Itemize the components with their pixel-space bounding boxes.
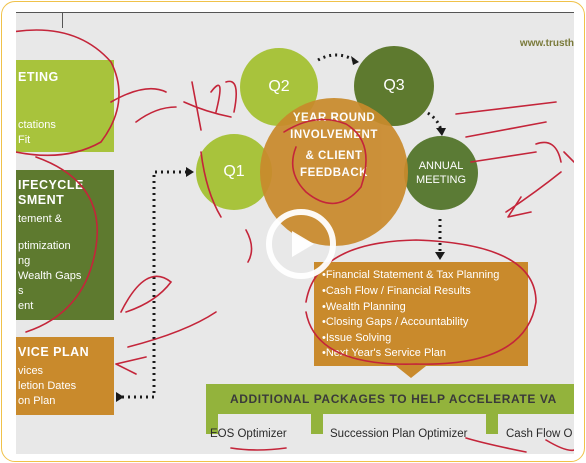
annual-label-1: ANNUAL xyxy=(418,160,464,172)
lifecycle-box: IFECYCLE SMENT tement & ptimization ng W… xyxy=(16,170,114,320)
ink-annotations xyxy=(16,29,574,453)
additional-packages-band: ADDITIONAL PACKAGES TO HELP ACCELERATE V… xyxy=(206,384,574,414)
site-url: www.trusth xyxy=(519,38,574,49)
meeting-box-title: ETING xyxy=(18,70,59,84)
play-icon xyxy=(292,231,314,257)
center-label-3: & CLIENT xyxy=(305,150,363,162)
service-plan-box-title: VICE PLAN xyxy=(18,345,90,359)
planning-item: •Next Year's Service Plan xyxy=(322,347,446,359)
meeting-box: ETING ctations Fit xyxy=(16,60,114,152)
year-round-circle: YEAR ROUND INVOLVEMENT & CLIENT FEEDBACK xyxy=(260,98,408,246)
top-divider-tick xyxy=(62,12,63,28)
service-plan-box: VICE PLAN vices letion Dates on Plan xyxy=(16,337,114,415)
meeting-box-line-2: Fit xyxy=(18,134,31,146)
planning-item: •Closing Gaps / Accountability xyxy=(322,316,469,328)
package-item: Succession Plan Optimizer xyxy=(330,428,468,440)
dotted-connectors xyxy=(116,53,446,402)
band-tab-1 xyxy=(206,414,218,434)
q1-label: Q1 xyxy=(223,163,245,180)
service-plan-box-line-1: vices xyxy=(18,365,44,377)
lifecycle-box-line-5: s xyxy=(18,285,24,297)
band-tab-2 xyxy=(311,414,323,434)
lifecycle-box-line-3: ng xyxy=(18,255,31,267)
lifecycle-box-line-4: Wealth Gaps xyxy=(18,270,82,282)
lifecycle-box-line-1: tement & xyxy=(18,213,63,225)
planning-item: •Issue Solving xyxy=(322,332,392,344)
video-canvas: www.trusth ETING ctations Fit IFECYCLE S… xyxy=(16,12,574,454)
lifecycle-box-line-6: ent xyxy=(18,300,34,312)
q1-circle: Q1 xyxy=(196,134,272,210)
planning-item: •Wealth Planning xyxy=(322,301,406,313)
lifecycle-box-title-2: SMENT xyxy=(18,193,65,207)
planning-item: •Cash Flow / Financial Results xyxy=(322,285,471,297)
package-item: EOS Optimizer xyxy=(210,428,287,440)
center-label-4: FEEDBACK xyxy=(300,167,368,179)
annual-label-2: MEETING xyxy=(415,174,467,186)
annual-meeting-circle: ANNUAL MEETING xyxy=(404,136,478,210)
planning-item: •Financial Statement & Tax Planning xyxy=(322,269,500,281)
meeting-box-line-1: ctations xyxy=(18,119,56,131)
play-button[interactable] xyxy=(266,209,336,279)
q3-label: Q3 xyxy=(383,77,405,94)
lifecycle-box-title-1: IFECYCLE xyxy=(18,178,84,192)
service-plan-box-line-2: letion Dates xyxy=(18,380,77,392)
lifecycle-box-line-2: ptimization xyxy=(18,240,71,252)
top-divider xyxy=(16,12,574,13)
service-plan-box-line-3: on Plan xyxy=(18,395,56,407)
planning-box: •Financial Statement & Tax Planning •Cas… xyxy=(314,262,528,366)
q2-label: Q2 xyxy=(268,78,290,95)
band-tab-3 xyxy=(486,414,498,434)
package-item: Cash Flow O xyxy=(506,428,573,440)
planning-box-pointer xyxy=(396,366,426,378)
